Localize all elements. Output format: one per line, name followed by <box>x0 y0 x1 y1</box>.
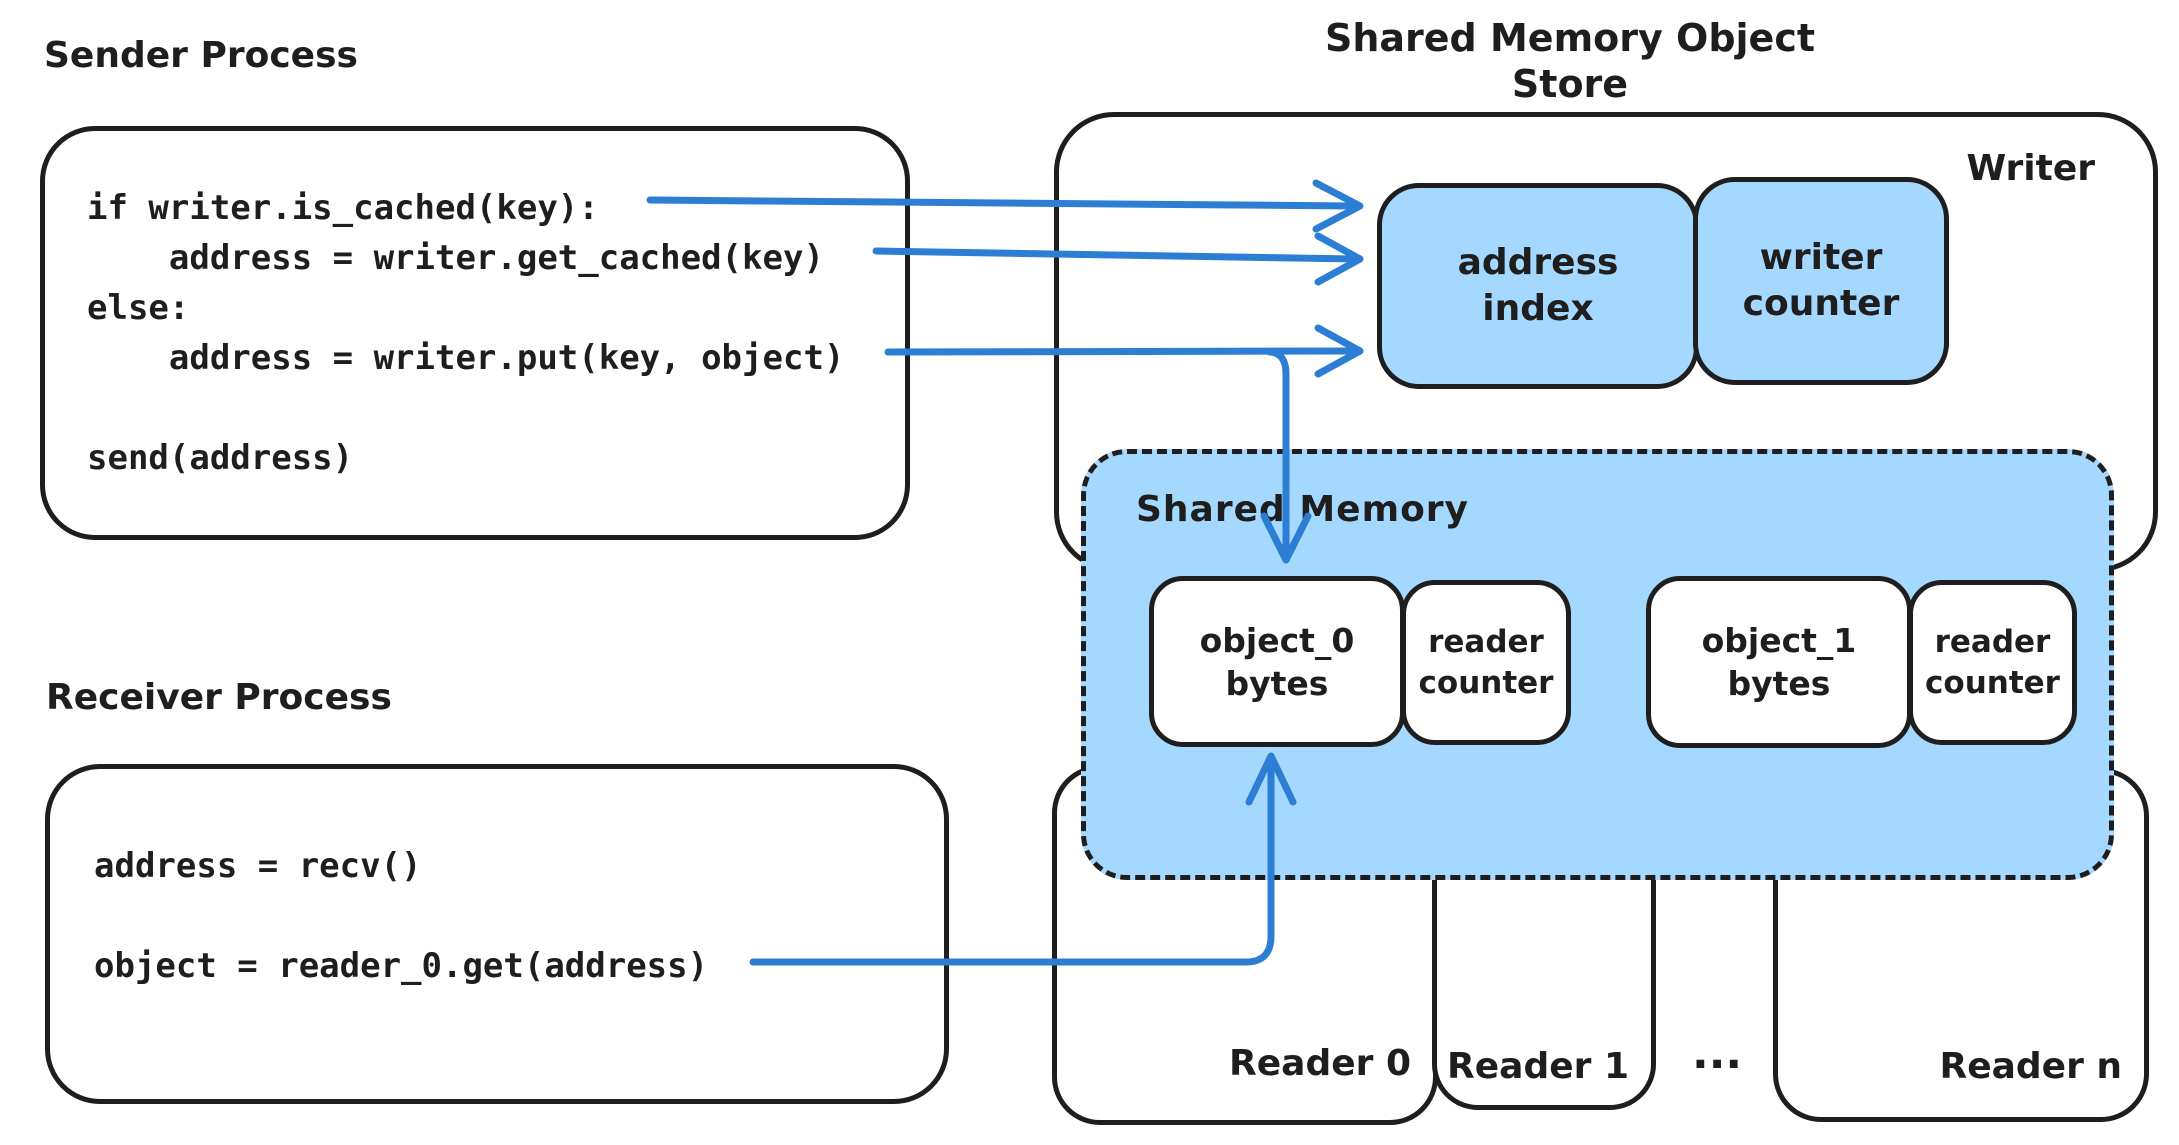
store-title: Shared Memory Object Store <box>1324 16 1816 106</box>
sender-code: if writer.is_cached(key): address = writ… <box>87 188 845 478</box>
writer-label: Writer <box>1966 148 2095 189</box>
reader-counter-cell-1: reader counter <box>1908 580 2077 745</box>
writer-counter-box: writer counter <box>1693 177 1949 385</box>
object-1-bytes-cell: object_1 bytes <box>1646 576 1912 748</box>
reader-n-label: Reader n <box>1939 1046 2122 1087</box>
reader-0-label: Reader 0 <box>1229 1043 1411 1084</box>
address-index-box: address index <box>1377 183 1699 389</box>
reader-counter-cell-0: reader counter <box>1401 580 1571 745</box>
shared-memory-label: Shared Memory <box>1136 489 1470 530</box>
receiver-process-box: address = recv() object = reader_0.get(a… <box>45 764 949 1104</box>
sender-process-box: if writer.is_cached(key): address = writ… <box>40 126 910 540</box>
readers-ellipsis: ... <box>1692 1028 1743 1079</box>
reader-1-label: Reader 1 <box>1447 1046 1629 1087</box>
sender-process-label: Sender Process <box>44 35 358 76</box>
receiver-process-label: Receiver Process <box>46 677 392 718</box>
shared-memory-box: Shared Memory object_0 bytes reader coun… <box>1081 449 2114 880</box>
object-0-bytes-cell: object_0 bytes <box>1149 576 1405 747</box>
receiver-code: address = recv() object = reader_0.get(a… <box>94 846 709 986</box>
